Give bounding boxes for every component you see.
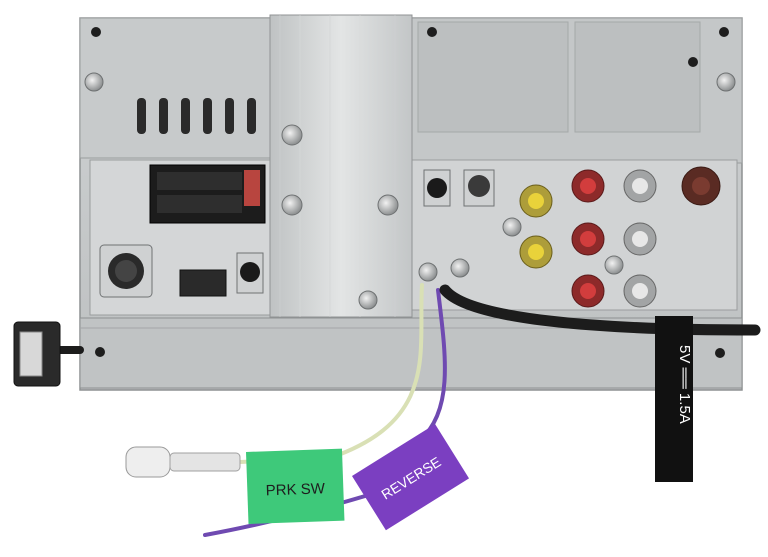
din-connector [99,244,153,298]
screw-icon [281,124,303,146]
screw-icon [450,258,470,278]
screw-icon [377,194,399,216]
bullet-connector [125,446,241,478]
rca-jacks [519,166,721,308]
small-connector [179,269,227,297]
usb-connector [13,321,61,387]
heat-sink-plate [269,14,413,318]
reverse-tag: REVERSE [352,424,470,531]
screw-icon [84,72,104,92]
screws [84,72,736,310]
usb-cable [439,284,761,336]
reverse-tag-background [352,424,470,531]
screw-icon [716,72,736,92]
screw-icon [418,262,438,282]
screw-icon [281,194,303,216]
screw-icon [604,255,624,275]
usb-cable-tag: 5V ══ 1.5A [655,316,693,482]
parking-tag-label: PRK SW [265,480,326,499]
mini-jacks [236,169,495,294]
parking-tag: PRK SW [246,448,345,524]
mounting-holes [91,27,729,358]
screw-icon [358,290,378,310]
parking-tag-background [246,448,345,524]
screw-icon [502,217,522,237]
usb-rating-label: 5V ══ 1.5A [676,345,693,424]
parking-wire [238,283,424,464]
vent-slots [137,98,256,134]
main-harness-connector [149,164,266,224]
